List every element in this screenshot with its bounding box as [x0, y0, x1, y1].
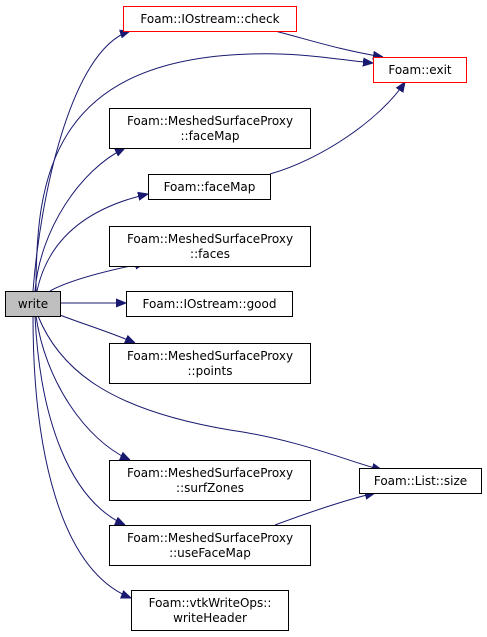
node-label: Foam::MeshedSurfaceProxy [127, 349, 293, 363]
node-box [109, 460, 311, 501]
nodes-layer: write Foam::IOstream::checkFoam::exitFoam… [5, 6, 482, 631]
edges-layer [32, 30, 405, 598]
edge-write-to-vtk_writeheader [32, 315, 131, 598]
edge-write-to-msp_faces [49, 263, 145, 292]
node-box [109, 108, 311, 149]
edge-write-to-facemap [36, 194, 148, 292]
edge-write-to-list_size [37, 315, 382, 470]
node-box [109, 525, 311, 566]
node-msp-faces[interactable]: Foam::MeshedSurfaceProxy::faces [109, 226, 311, 267]
node-msp-surfzones[interactable]: Foam::MeshedSurfaceProxy::surfZones [109, 460, 311, 501]
node-check[interactable]: Foam::IOstream::check [123, 6, 297, 32]
edge-write-to-msp_facemap [34, 148, 125, 292]
node-label: Foam::IOstream::check [140, 12, 279, 26]
node-label: writeHeader [173, 611, 247, 625]
node-msp-points[interactable]: Foam::MeshedSurfaceProxy::points [109, 343, 311, 384]
edge-write-to-msp_surfzones [35, 315, 130, 460]
node-label: Foam::exit [388, 63, 452, 77]
node-label: ::faces [190, 247, 230, 261]
node-box [373, 57, 467, 83]
node-box [109, 343, 311, 384]
edge-check-to-exit [274, 30, 383, 57]
node-msp-usefacemap[interactable]: Foam::MeshedSurfaceProxy::useFaceMap [109, 525, 311, 566]
node-box [126, 291, 293, 317]
node-box [131, 590, 289, 631]
node-label: ::points [188, 364, 233, 378]
node-label: ::faceMap [181, 129, 240, 143]
node-write[interactable]: write [5, 291, 61, 317]
node-box [5, 291, 61, 317]
node-label: Foam::MeshedSurfaceProxy [127, 114, 293, 128]
node-label: Foam::MeshedSurfaceProxy [127, 466, 293, 480]
edge-msp_usefacemap-to-list_size [274, 493, 375, 526]
node-list-size[interactable]: Foam::List::size [359, 468, 482, 494]
node-box [123, 6, 297, 32]
node-box [359, 468, 482, 494]
node-box [109, 226, 311, 267]
node-label: Foam::List::size [374, 474, 467, 488]
edge-facemap-to-exit [269, 82, 405, 175]
node-label: Foam::vtkWriteOps:: [149, 596, 272, 610]
node-label: ::useFaceMap [169, 546, 251, 560]
node-label: write [18, 297, 48, 311]
node-msp-facemap[interactable]: Foam::MeshedSurfaceProxy::faceMap [109, 108, 311, 149]
node-label: ::surfZones [176, 481, 244, 495]
node-good[interactable]: Foam::IOstream::good [126, 291, 293, 317]
node-exit[interactable]: Foam::exit [373, 57, 467, 83]
node-label: Foam::MeshedSurfaceProxy [127, 232, 293, 246]
node-vtk-writeheader[interactable]: Foam::vtkWriteOps::writeHeader [131, 590, 289, 631]
node-box [148, 174, 271, 200]
node-label: Foam::MeshedSurfaceProxy [127, 531, 293, 545]
node-label: Foam::faceMap [164, 180, 256, 194]
edge-write-to-exit [35, 53, 373, 292]
edge-write-to-msp_usefacemap [34, 315, 125, 525]
edge-write-to-msp_points [59, 314, 135, 343]
node-label: Foam::IOstream::good [143, 297, 277, 311]
node-facemap[interactable]: Foam::faceMap [148, 174, 271, 200]
